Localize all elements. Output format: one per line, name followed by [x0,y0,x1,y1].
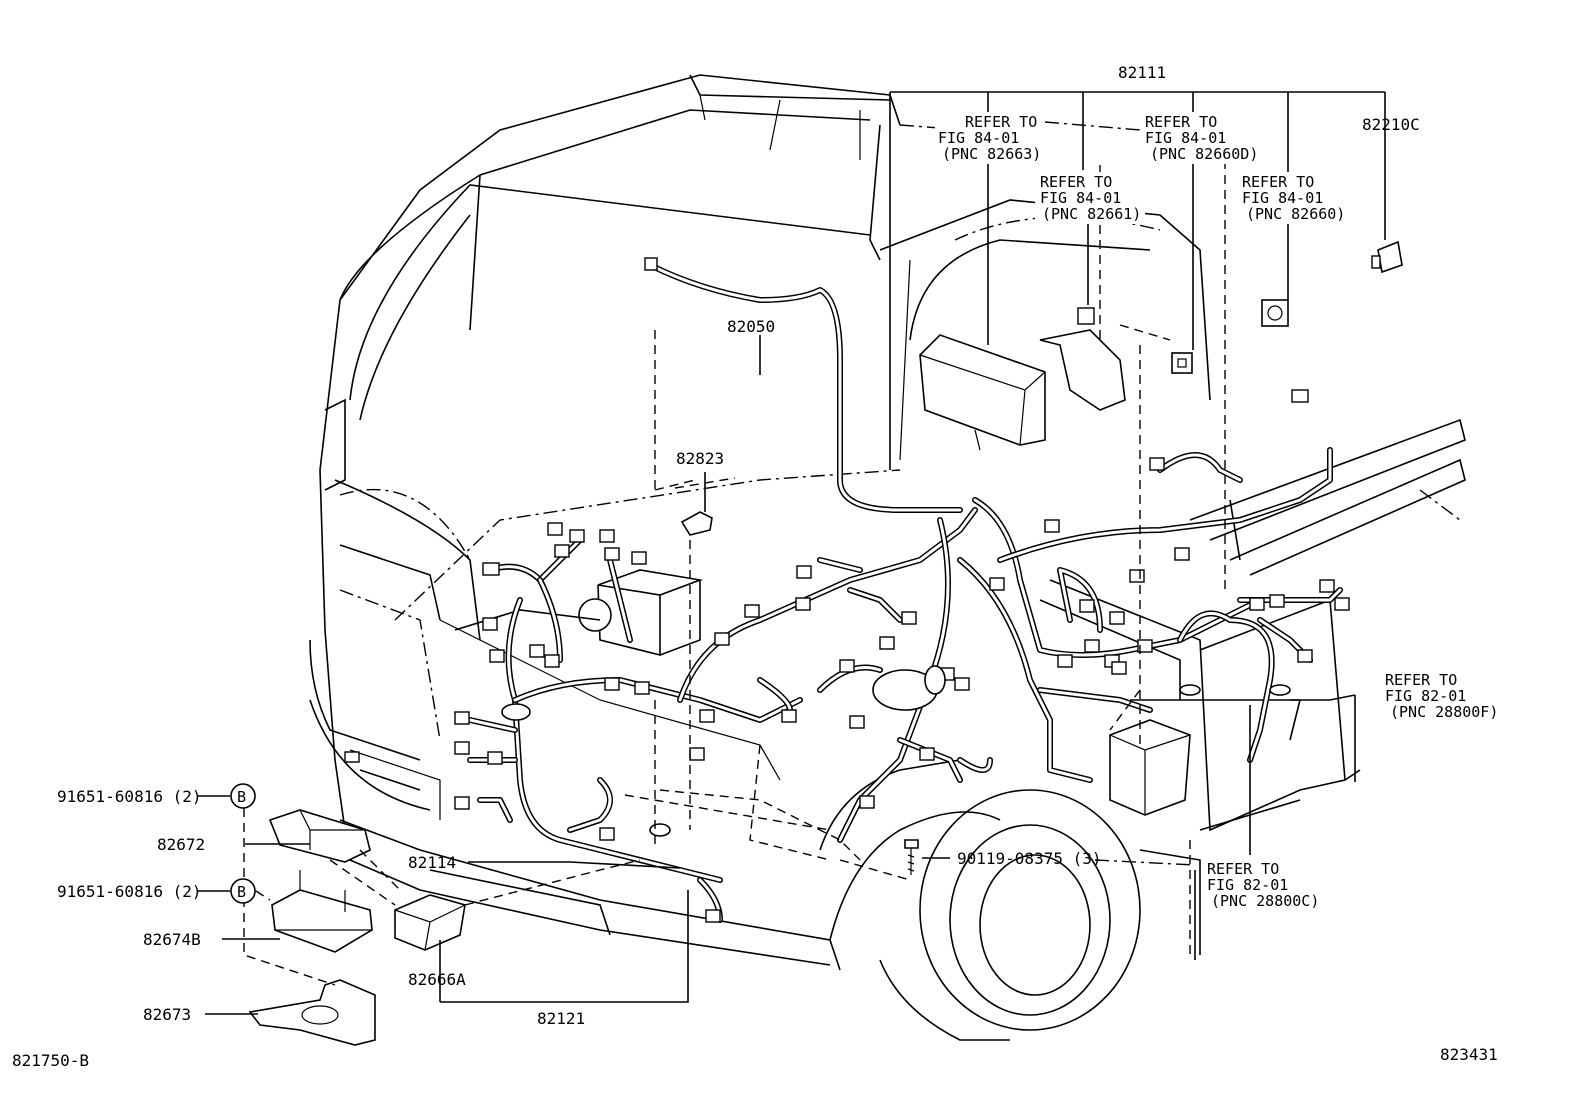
svg-text:FIG 84-01: FIG 84-01 [1145,129,1226,147]
svg-text:FIG 84-01: FIG 84-01 [1242,189,1323,207]
label-82111: 82111 [1118,63,1166,82]
reference-callouts: REFER TO FIG 84-01 (PNC 82663) REFER TO … [935,112,1503,912]
label-82666a: 82666A [408,970,466,989]
label-bolt-a: 91651-60816 (2) [57,787,202,806]
svg-text:(PNC 82660D): (PNC 82660D) [1150,145,1258,163]
svg-text:REFER TO: REFER TO [1385,671,1457,689]
svg-text:REFER TO: REFER TO [1145,113,1217,131]
upper-components [919,240,1403,451]
svg-text:REFER TO: REFER TO [1207,860,1279,878]
part-labels: 82111 82210C 82050 82823 82114 82121 826… [12,63,1498,1070]
ref-28800c: REFER TO FIG 82-01 (PNC 28800C) [1205,860,1320,912]
label-82121: 82121 [537,1009,585,1028]
label-82114: 82114 [408,853,456,872]
badge-b-2-text: B [237,883,246,901]
svg-text:(PNC 28800F): (PNC 28800F) [1390,703,1498,721]
label-82823: 82823 [676,449,724,468]
truck-cab-outline [309,74,1211,1041]
svg-text:(PNC 82663): (PNC 82663) [942,145,1041,163]
label-82673: 82673 [143,1005,191,1024]
svg-text:FIG 82-01: FIG 82-01 [1207,876,1288,894]
ref-28800f: REFER TO FIG 82-01 (PNC 28800F) [1383,670,1503,722]
svg-text:(PNC 82660): (PNC 82660) [1246,205,1345,223]
ref-82660: REFER TO FIG 84-01 (PNC 82660) [1238,172,1348,224]
wire-harness [467,262,1343,923]
svg-text:FIG 84-01: FIG 84-01 [938,129,1019,147]
label-82672: 82672 [157,835,205,854]
ref-82663: REFER TO FIG 84-01 (PNC 82663) [935,112,1045,164]
svg-text:REFER TO: REFER TO [1242,173,1314,191]
ref-82661: REFER TO FIG 84-01 (PNC 82661) [1035,172,1145,224]
label-bolt-b: 91651-60816 (2) [57,882,202,901]
svg-text:FIG 82-01: FIG 82-01 [1385,687,1466,705]
leader-lines [198,91,1386,1015]
harness-connectors [344,257,1350,923]
svg-text:FIG 84-01: FIG 84-01 [1040,189,1121,207]
exploded-parts [248,809,919,1046]
chassis-frame [1039,418,1466,832]
svg-text:(PNC 28800C): (PNC 28800C) [1211,892,1319,910]
svg-text:(PNC 82661): (PNC 82661) [1042,205,1141,223]
label-82050: 82050 [727,317,775,336]
ref-82660d: REFER TO FIG 84-01 (PNC 82660D) [1140,112,1260,164]
svg-text:REFER TO: REFER TO [1040,173,1112,191]
badge-b-1-text: B [237,788,246,806]
label-screw: 90119-08375 (3) [957,849,1102,868]
label-82210c: 82210C [1362,115,1420,134]
footer-left-code: 821750-B [12,1051,89,1070]
badge-b-1 [230,783,256,809]
svg-text:REFER TO: REFER TO [965,113,1037,131]
label-82674b: 82674B [143,930,201,949]
footer-right-code: 823431 [1440,1045,1498,1064]
battery [454,569,704,657]
badge-b-2 [230,878,256,904]
